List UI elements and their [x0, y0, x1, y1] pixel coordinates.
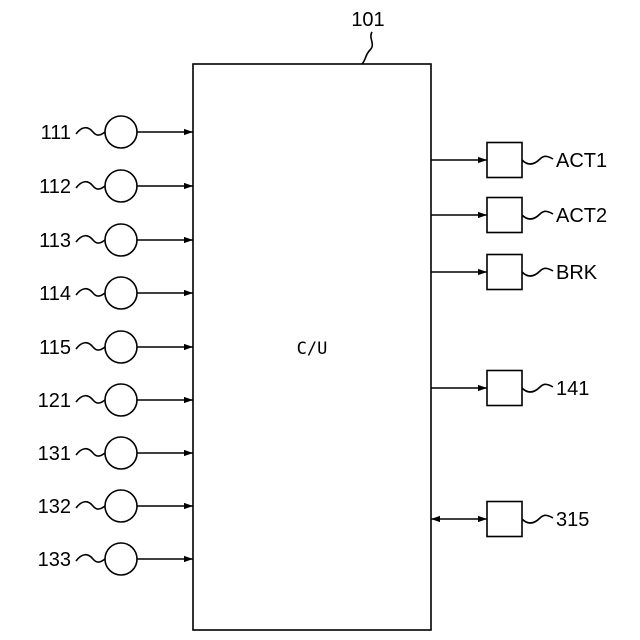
input-sensor-label: 131 — [38, 443, 71, 465]
output-device-label: 315 — [556, 509, 589, 531]
output-device-leader — [522, 268, 553, 276]
output-device-leader — [522, 211, 553, 219]
input-sensor-leader — [76, 289, 105, 296]
input-sensor-leader — [76, 128, 105, 135]
device-square — [487, 198, 522, 233]
output-device: 315 — [431, 502, 589, 537]
output-device-label: ACT1 — [556, 150, 607, 172]
input-sensor: 113 — [39, 224, 193, 256]
input-sensor-label: 111 — [41, 122, 71, 144]
input-sensor-leader — [76, 182, 105, 189]
control-unit-label: C/U — [297, 339, 328, 359]
output-device: ACT1 — [431, 143, 607, 178]
input-sensor-leader — [76, 396, 105, 403]
sensor-circle — [105, 543, 137, 575]
output-devices: ACT1ACT2BRK 141 315 — [431, 143, 607, 537]
sensor-circle — [105, 170, 137, 202]
input-sensors: 111 112 113 114 115 121 131 132 133 — [38, 116, 193, 575]
device-square — [487, 255, 522, 290]
output-device-leader — [522, 156, 553, 164]
input-sensor: 112 — [39, 170, 193, 202]
input-sensor: 132 — [38, 490, 193, 522]
input-sensor-leader — [76, 236, 105, 243]
controller-ref-label: 101 — [351, 9, 384, 31]
input-sensor: 121 — [38, 384, 193, 416]
sensor-circle — [105, 277, 137, 309]
input-sensor-label: 115 — [39, 337, 71, 359]
input-sensor-leader — [76, 449, 105, 456]
output-device-label: ACT2 — [556, 205, 607, 227]
input-sensor: 133 — [38, 543, 193, 575]
device-square — [487, 502, 522, 537]
controller-ref-leader — [362, 32, 372, 64]
output-device-label: 141 — [556, 378, 589, 400]
output-device: 141 — [431, 371, 589, 406]
input-sensor-leader — [76, 555, 105, 562]
sensor-circle — [105, 437, 137, 469]
output-device-label: BRK — [556, 262, 598, 284]
input-sensor-label: 133 — [38, 549, 71, 571]
input-sensor-label: 113 — [39, 230, 71, 252]
input-sensor: 115 — [39, 331, 193, 363]
input-sensor-label: 121 — [38, 390, 71, 412]
sensor-circle — [105, 384, 137, 416]
input-sensor: 111 — [41, 116, 193, 148]
input-sensor: 131 — [38, 437, 193, 469]
device-square — [487, 371, 522, 406]
sensor-circle — [105, 116, 137, 148]
input-sensor-label: 114 — [39, 283, 71, 305]
sensor-circle — [105, 490, 137, 522]
device-square — [487, 143, 522, 178]
input-sensor-label: 112 — [39, 176, 71, 198]
input-sensor-label: 132 — [38, 496, 71, 518]
output-device: ACT2 — [431, 198, 607, 233]
output-device-leader — [522, 384, 553, 392]
input-sensor-leader — [76, 502, 105, 509]
output-device-leader — [522, 515, 553, 523]
sensor-circle — [105, 224, 137, 256]
input-sensor: 114 — [39, 277, 193, 309]
output-device: BRK — [431, 255, 598, 290]
input-sensor-leader — [76, 343, 105, 350]
sensor-circle — [105, 331, 137, 363]
